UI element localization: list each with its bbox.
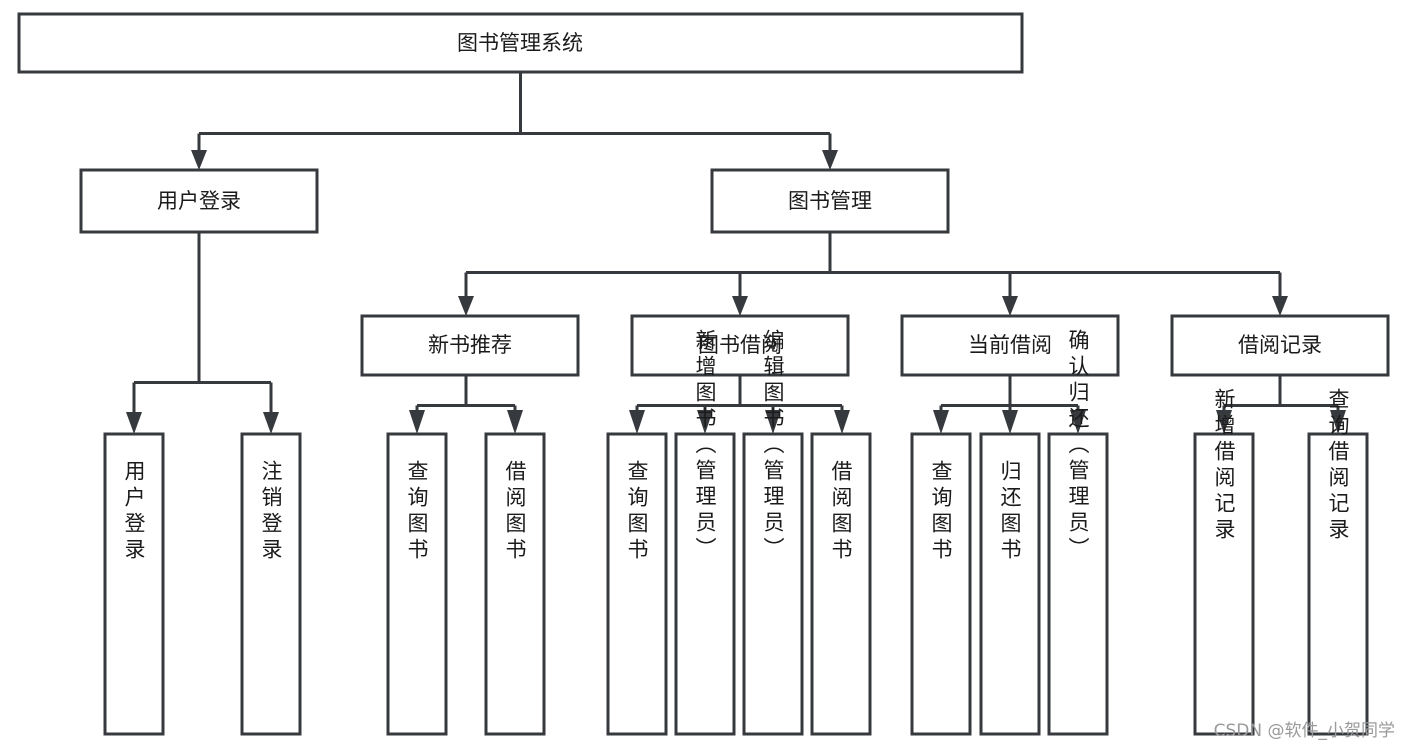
node-book-manage[interactable]: 图书管理: [710, 168, 950, 234]
leaf-book-borrow-2-label: 新增图书（管理员）: [693, 329, 717, 563]
leaf-new-book-1[interactable]: 查询图书: [386, 432, 448, 736]
arrowhead-book-borrow-leaf-4: [834, 410, 850, 434]
node-book-manage-box[interactable]: [710, 168, 950, 234]
leaf-book-borrow-2-box[interactable]: [674, 432, 736, 736]
node-root-box[interactable]: [17, 12, 1024, 74]
leaf-user-login-1-label: 用户登录: [122, 460, 146, 564]
connector-layer: [126, 72, 1346, 434]
leaf-current-borrow-1-label: 查询图书: [929, 460, 953, 564]
node-current-borrow[interactable]: 当前借阅: [900, 314, 1120, 377]
leaf-book-borrow-1[interactable]: 查询图书: [606, 432, 668, 736]
leaf-book-borrow-2[interactable]: 新增图书（管理员）: [674, 329, 736, 736]
node-root-label: 图书管理系统: [457, 31, 583, 55]
leaf-borrow-record-2-label: 查询借阅记录: [1326, 388, 1350, 544]
leaf-current-borrow-3-box[interactable]: [1047, 432, 1109, 736]
arrowhead-borrow-record-leaf-1: [1216, 410, 1232, 434]
leaf-book-borrow-4-box[interactable]: [810, 432, 872, 736]
leaf-borrow-record-1-box[interactable]: [1193, 432, 1255, 736]
node-borrow-record[interactable]: 借阅记录: [1170, 314, 1390, 377]
leaf-new-book-2-label: 借阅图书: [503, 460, 527, 564]
node-book-borrow-box[interactable]: [630, 314, 850, 377]
node-new-book-recommend-label: 新书推荐: [428, 333, 512, 357]
arrowhead-book-borrow-leaf-1: [629, 410, 645, 434]
leaf-user-login-2-box[interactable]: [240, 432, 302, 736]
node-user-login-box[interactable]: [79, 168, 319, 234]
arrowhead-new-book-leaf-2: [507, 410, 523, 434]
arrowhead-current-borrow-leaf-1: [933, 410, 949, 434]
leaf-new-book-1-box[interactable]: [386, 432, 448, 736]
arrowhead-user-login-leaf-1: [126, 412, 142, 434]
leaf-current-borrow-1-box[interactable]: [910, 432, 972, 736]
node-new-book-recommend-box[interactable]: [360, 314, 580, 377]
leaf-current-borrow-2[interactable]: 归还图书: [979, 432, 1041, 736]
arrowhead-new-book-leaf-1: [409, 410, 425, 434]
leaf-current-borrow-2-label: 归还图书: [998, 460, 1022, 564]
arrowhead-borrow-record: [1272, 296, 1288, 316]
leaf-current-borrow-3[interactable]: 确认归还（管理员）: [1047, 329, 1109, 736]
leaf-borrow-record-2[interactable]: 查询借阅记录: [1307, 388, 1369, 736]
node-root-system[interactable]: 图书管理系统: [17, 12, 1024, 74]
leaf-new-book-2-box[interactable]: [484, 432, 546, 736]
arrowhead-user-login: [191, 150, 207, 170]
arrowhead-current-borrow: [1002, 296, 1018, 316]
leaf-book-borrow-3[interactable]: 编辑图书（管理员）: [742, 329, 804, 736]
leaf-new-book-1-label: 查询图书: [405, 460, 429, 564]
arrowhead-book-borrow-leaf-2: [697, 410, 713, 434]
arrowhead-book-manage: [822, 150, 838, 170]
leaf-current-borrow-3-label: 确认归还（管理员）: [1066, 329, 1090, 563]
leaf-current-borrow-2-box[interactable]: [979, 432, 1041, 736]
leaf-book-borrow-1-label: 查询图书: [625, 460, 649, 564]
node-current-borrow-label: 当前借阅: [968, 333, 1052, 357]
leaf-book-borrow-3-label: 编辑图书（管理员）: [761, 329, 785, 563]
node-book-manage-label: 图书管理: [788, 189, 872, 213]
node-borrow-record-label: 借阅记录: [1238, 333, 1322, 357]
leaf-borrow-record-1[interactable]: 新增借阅记录: [1193, 388, 1255, 736]
leaf-borrow-record-1-label: 新增借阅记录: [1212, 388, 1236, 544]
leaf-book-borrow-1-box[interactable]: [606, 432, 668, 736]
leaf-new-book-2[interactable]: 借阅图书: [484, 432, 546, 736]
arrowhead-book-borrow: [732, 296, 748, 316]
node-user-login-label: 用户登录: [157, 189, 241, 213]
arrowhead-borrow-record-leaf-2: [1330, 410, 1346, 434]
leaf-book-borrow-3-box[interactable]: [742, 432, 804, 736]
arrowhead-book-borrow-leaf-3: [765, 410, 781, 434]
node-user-login[interactable]: 用户登录: [79, 168, 319, 234]
leaf-user-login-2[interactable]: 注销登录: [240, 432, 302, 736]
node-book-borrow-label: 图书借阅: [698, 333, 782, 357]
node-book-borrow[interactable]: 图书借阅: [630, 314, 850, 377]
leaf-user-login-1[interactable]: 用户登录: [103, 432, 165, 736]
leaf-user-login-1-box[interactable]: [103, 432, 165, 736]
arrowhead-current-borrow-leaf-3: [1070, 410, 1086, 434]
arrowhead-user-login-leaf-2: [263, 412, 279, 434]
node-current-borrow-box[interactable]: [900, 314, 1120, 377]
leaf-book-borrow-4[interactable]: 借阅图书: [810, 432, 872, 736]
leaf-borrow-record-2-box[interactable]: [1307, 432, 1369, 736]
arrowhead-new-book: [458, 296, 474, 316]
leaf-current-borrow-1[interactable]: 查询图书: [910, 432, 972, 736]
node-new-book-recommend[interactable]: 新书推荐: [360, 314, 580, 377]
leaf-book-borrow-4-label: 借阅图书: [829, 460, 853, 564]
leaf-user-login-2-label: 注销登录: [259, 460, 283, 564]
node-borrow-record-box[interactable]: [1170, 314, 1390, 377]
arrowhead-current-borrow-leaf-2: [1002, 410, 1018, 434]
